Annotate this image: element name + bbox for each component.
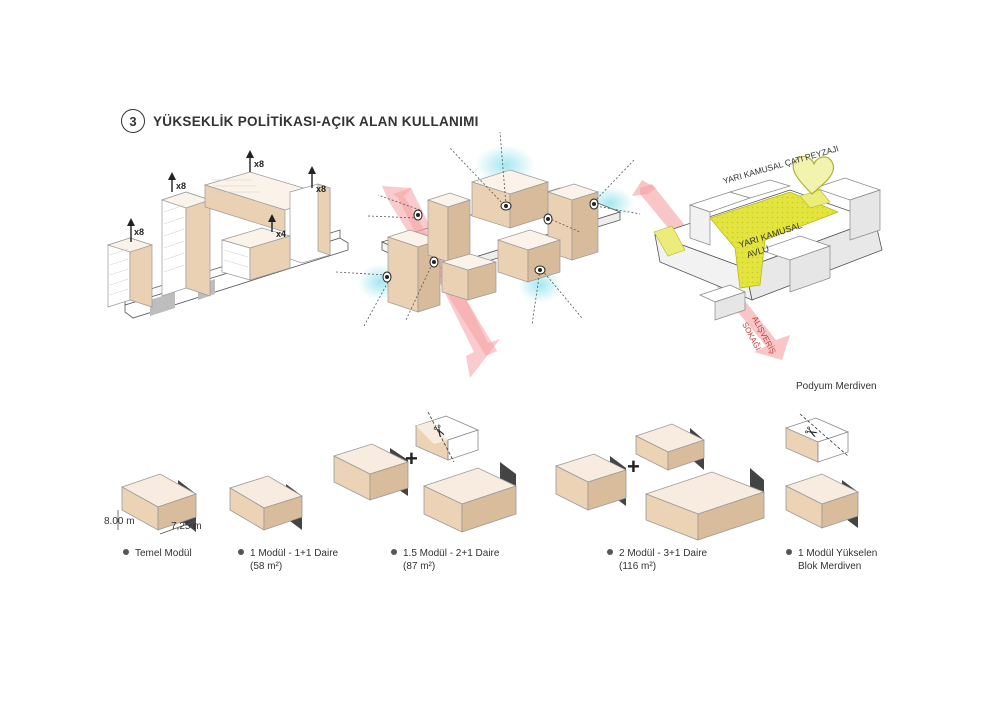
height-tag-d: x8: [316, 184, 326, 194]
module-1-5: [332, 411, 518, 533]
section-header: 3 YÜKSEKLİK POLİTİKASI-AÇIK ALAN KULLANI…: [121, 107, 479, 135]
module-rising: [784, 413, 860, 529]
dimension-height: 8.00 m: [104, 516, 135, 527]
height-tag-c: x8: [254, 159, 264, 169]
height-policy-diagram: x8 x8 x8 x8 x4: [106, 150, 349, 319]
module-basic: [117, 473, 197, 535]
plus-icon-2: +: [627, 454, 640, 479]
dimension-width: 7,25 m: [171, 521, 202, 532]
height-tag-e: x4: [276, 229, 286, 239]
roof-courtyard-diagram: YARI KAMUSAL ÇATI PEYZAJI YARI KAMUSAL A…: [632, 143, 883, 360]
height-tag-b: x8: [176, 181, 186, 191]
plus-icon-1: +: [405, 446, 418, 471]
section-title: YÜKSEKLİK POLİTİKASI-AÇIK ALAN KULLANIMI: [153, 113, 479, 129]
module-2: [554, 423, 766, 541]
podium-note: Podyum Merdiven: [796, 381, 877, 392]
module-caption: Temel Modül: [123, 547, 192, 560]
module-caption: 1.5 Modül - 2+1 Daire (87 m²): [391, 547, 499, 573]
height-tag-a: x8: [134, 227, 144, 237]
module-caption: 2 Modül - 3+1 Daire (116 m²): [607, 547, 707, 573]
module-1: [229, 475, 303, 531]
section-number: 3: [121, 109, 145, 133]
module-caption: 1 Modül - 1+1 Daire (58 m²): [238, 547, 338, 573]
module-caption: 1 Modül Yükselen Blok Merdiven: [786, 547, 877, 573]
eye-icons: [382, 198, 599, 283]
view-corridor-diagram: [335, 131, 641, 378]
